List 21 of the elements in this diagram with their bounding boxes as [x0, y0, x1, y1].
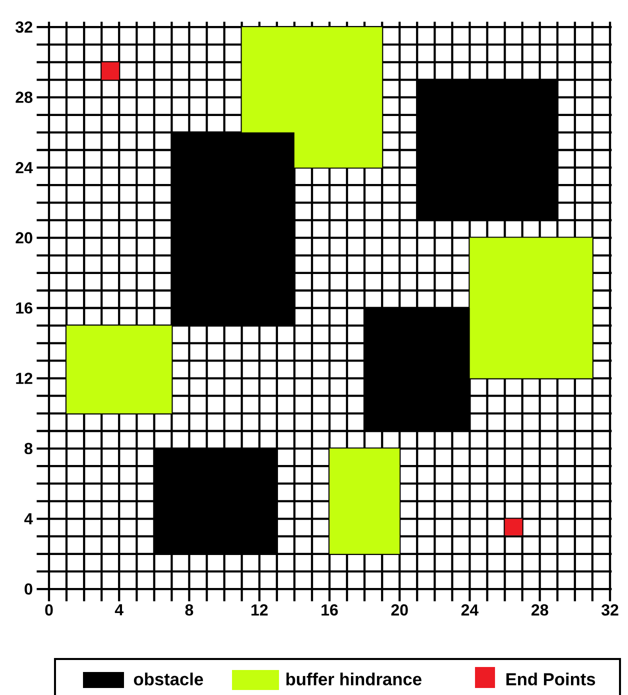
- tick-label: 12: [16, 372, 32, 384]
- tick-label: 24: [461, 604, 478, 616]
- legend-label: obstacle: [134, 672, 203, 686]
- tick-label: 32: [601, 604, 618, 616]
- tick-label: 4: [24, 513, 33, 524]
- tick-label: 8: [185, 604, 194, 616]
- legend-label: End Points: [506, 672, 596, 686]
- tick-label: 16: [16, 302, 32, 314]
- tick-label: 28: [531, 604, 548, 616]
- tick-label: 16: [322, 604, 338, 616]
- tick-label: 0: [45, 604, 53, 616]
- tick-label: 4: [114, 604, 124, 616]
- tick-label: 12: [252, 604, 268, 616]
- tick-label: 20: [391, 604, 408, 616]
- tick-label: 28: [16, 92, 32, 103]
- tick-label: 20: [16, 232, 32, 244]
- tick-label: 8: [24, 442, 32, 454]
- tick-label: 24: [16, 162, 33, 174]
- tick-label: 0: [24, 583, 32, 595]
- tick-label: 32: [16, 21, 32, 33]
- legend-label: buffer hindrance: [286, 672, 422, 686]
